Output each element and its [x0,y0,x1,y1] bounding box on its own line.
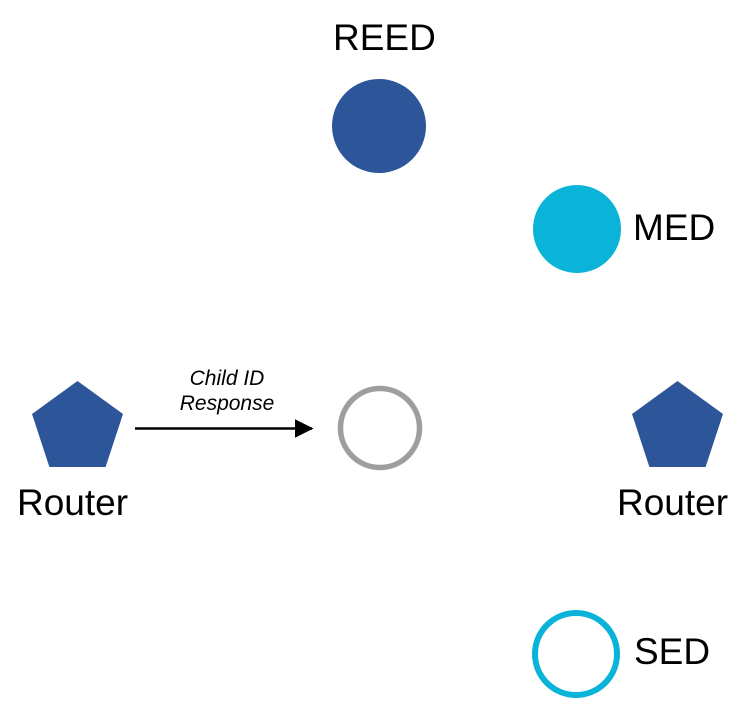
node-router-right-shape[interactable] [632,381,723,467]
node-label-reed: REED [333,17,436,58]
node-label-med: MED [633,207,716,248]
node-label-router-left: Router [17,482,129,523]
edge-label-child-id-response: Child ID Response [127,366,327,416]
node-label-sed: SED [634,631,711,672]
edge-label-line-1: Child ID [189,367,265,390]
node-label-router-right: Router [617,482,729,523]
edge-label-line-2: Response [179,392,275,415]
node-reed-shape[interactable] [332,79,426,173]
node-sed-shape[interactable] [532,610,620,698]
node-med-shape[interactable] [533,185,621,273]
node-joining-shape[interactable] [337,385,423,471]
node-router-left-shape[interactable] [32,381,123,467]
